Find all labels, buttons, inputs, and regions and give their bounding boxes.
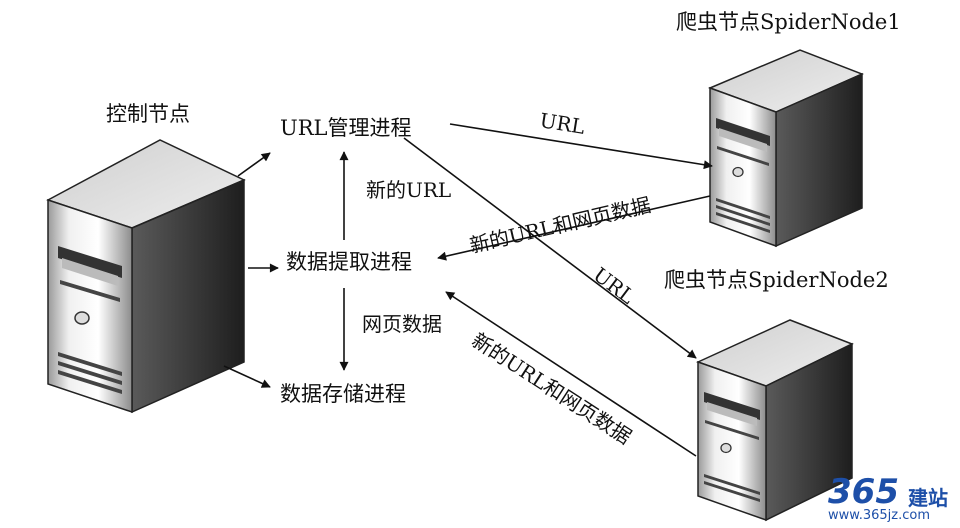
new-url-label: 新的URL	[366, 178, 452, 202]
arrow-spider2-to-extract	[445, 291, 697, 457]
arrow-spider1-to-extract	[437, 195, 711, 261]
page-data-label: 网页数据	[362, 312, 442, 336]
arrow-url-to-spider1	[449, 123, 713, 170]
arrows	[223, 123, 713, 457]
data-store-process-label: 数据存储进程	[280, 382, 406, 406]
control-node-server-icon	[46, 139, 246, 414]
data-extract-process-label: 数据提取进程	[286, 250, 412, 274]
url-to-node1-label: URL	[538, 108, 587, 139]
watermark-brand-number: 365	[828, 472, 899, 512]
watermark-brand-chinese: 建站	[908, 486, 948, 510]
spider-node1-server-icon	[707, 49, 864, 248]
arrow-url-to-spider2	[403, 137, 697, 359]
spider-node2-title: 爬虫节点SpiderNode2	[664, 268, 889, 292]
control-node-title: 控制节点	[106, 102, 190, 126]
spider-node2-server-icon	[695, 319, 854, 522]
spider-node1-title: 爬虫节点SpiderNode1	[676, 10, 901, 34]
arrow-control-to-url-manager	[237, 152, 271, 177]
url-manager-process-label: URL管理进程	[280, 116, 412, 140]
watermark-site-url: www.365jz.com	[828, 508, 930, 523]
arrow-control-to-data-store	[223, 365, 271, 388]
